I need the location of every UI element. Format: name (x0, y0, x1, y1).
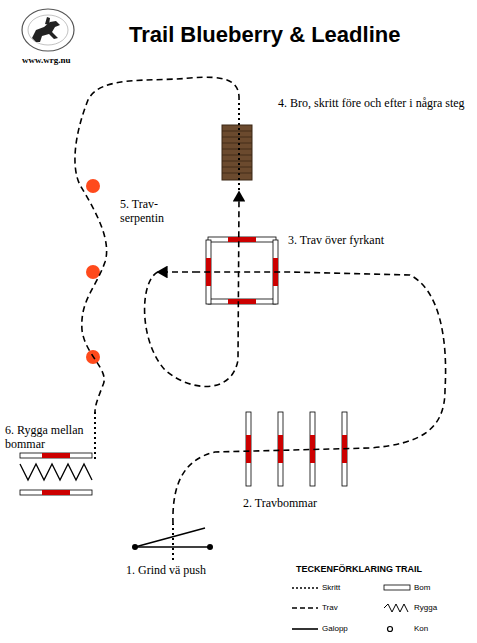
trot-poles (246, 412, 347, 486)
page-title: Trail Blueberry & Leadline (129, 22, 400, 48)
website-url: www.wrg.nu (22, 55, 71, 65)
callout-label: 5. Trav- serpentin (120, 197, 184, 225)
callout-label: 1. Grind vä push (126, 563, 266, 577)
legend-text: Bom (414, 583, 430, 593)
legend-samples (292, 585, 410, 632)
legend-text: Trav (322, 603, 338, 613)
pole-square (206, 237, 278, 304)
walk-route (95, 100, 239, 560)
callout-label: 2. Travbommar (243, 496, 393, 510)
callout-label: 4. Bro, skritt före och efter i några st… (278, 96, 468, 110)
callout-label: 6. Rygga mellan bommar (5, 423, 101, 451)
legend-heading: TECKENFÖRKLARING TRAIL (296, 564, 422, 574)
legend-text: Rygga (414, 603, 437, 613)
legend-text: Skritt (322, 583, 340, 593)
backup-poles (20, 453, 92, 495)
callout-label: 3. Trav över fyrkant (288, 233, 468, 247)
legend-text: Kon (414, 624, 428, 634)
bridge (222, 125, 252, 180)
trot-route (75, 77, 446, 524)
club-logo (22, 9, 74, 51)
legend-text: Galopp (322, 624, 348, 634)
